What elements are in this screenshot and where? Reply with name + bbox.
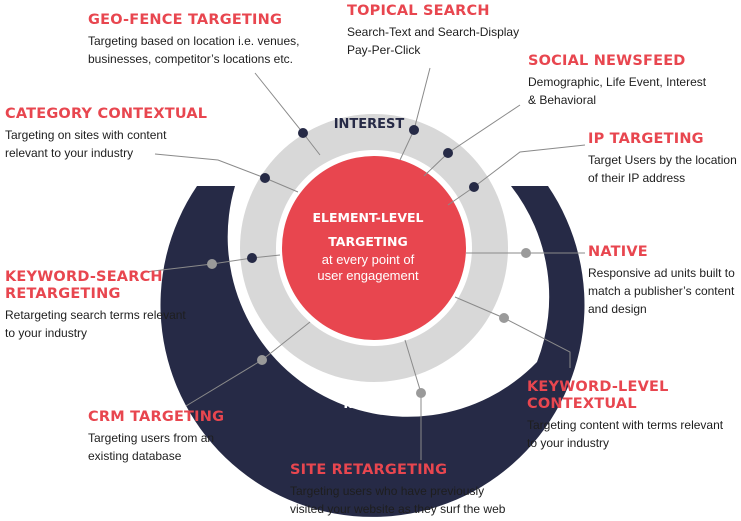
desc-geofence-1: Targeting based on location i.e. venues, (88, 34, 300, 48)
desc-native-3: and design (588, 302, 647, 316)
desc-native-1: Responsive ad units built to (588, 266, 735, 280)
desc-ip-2: of their IP address (588, 171, 686, 185)
label-ip: IP TARGETING Target Users by the locatio… (588, 131, 737, 187)
connector-kwlevel (454, 296, 571, 368)
desc-kwsearch-1: Retargeting search terms relevant (5, 308, 186, 322)
title-crm: CRM TARGETING (88, 409, 225, 425)
dot-social (443, 148, 453, 158)
dot-crm (257, 355, 267, 365)
label-category: CATEGORY CONTEXTUAL Targeting on sites w… (5, 106, 207, 162)
desc-kwsearch-2: to your industry (5, 326, 88, 340)
intent-label: INTENT (343, 397, 396, 412)
title-kwlevel-1: KEYWORD-LEVEL (527, 379, 669, 395)
desc-category-1: Targeting on sites with content (5, 128, 167, 142)
desc-site-2: visited your website as they surf the we… (290, 502, 506, 516)
label-topical: TOPICAL SEARCH Search-Text and Search-Di… (347, 3, 519, 59)
title-geofence: GEO-FENCE TARGETING (88, 12, 283, 28)
title-category: CATEGORY CONTEXTUAL (5, 106, 208, 122)
desc-crm-2: existing database (88, 449, 182, 463)
connector-ip (447, 144, 586, 206)
title-topical: TOPICAL SEARCH (347, 3, 490, 19)
center-title-line2: TARGETING (328, 234, 408, 249)
label-social: SOCIAL NEWSFEED Demographic, Life Event,… (528, 53, 706, 109)
dot-category (260, 173, 270, 183)
center-sub-line2: user engagement (317, 268, 419, 283)
label-site: SITE RETARGETING Targeting users who hav… (290, 462, 505, 518)
title-social: SOCIAL NEWSFEED (528, 53, 686, 69)
interest-label: INTEREST (334, 117, 405, 132)
desc-social-1: Demographic, Life Event, Interest (528, 75, 707, 89)
connector-kwsearch (144, 254, 281, 273)
intent-ring (160, 186, 585, 517)
title-ip: IP TARGETING (588, 131, 704, 147)
desc-native-2: match a publisher’s content (588, 284, 735, 298)
center-sub-line1: at every point of (322, 252, 415, 267)
desc-topical-2: Pay-Per-Click (347, 43, 421, 57)
dot-kwsearch-outer (207, 259, 217, 269)
dot-ip (469, 182, 479, 192)
desc-social-2: & Behavioral (528, 93, 597, 107)
dot-site (416, 388, 426, 398)
title-kwsearch-1: KEYWORD-SEARCH (5, 269, 163, 285)
desc-geofence-2: businesses, competitor’s locations etc. (88, 52, 293, 66)
connector-category (154, 153, 299, 193)
desc-site-1: Targeting users who have previously (290, 484, 485, 498)
desc-topical-1: Search-Text and Search-Display (347, 25, 520, 39)
desc-ip-1: Target Users by the location (588, 153, 737, 167)
title-kwlevel-2: CONTEXTUAL (527, 396, 637, 412)
label-kwsearch: KEYWORD-SEARCH RETARGETING Retargeting s… (5, 269, 186, 342)
label-native: NATIVE Responsive ad units built to match… (588, 244, 735, 318)
label-geofence: GEO-FENCE TARGETING Targeting based on l… (88, 12, 299, 68)
connector-geofence (254, 72, 321, 156)
dot-native (521, 248, 531, 258)
label-crm: CRM TARGETING Targeting users from an exi… (88, 409, 224, 465)
center-circle (282, 156, 466, 340)
dot-topical (409, 125, 419, 135)
desc-kwlevel-1: Targeting content with terms relevant (527, 418, 724, 432)
title-kwsearch-2: RETARGETING (5, 286, 121, 302)
title-site: SITE RETARGETING (290, 462, 448, 478)
dot-geofence (298, 128, 308, 138)
label-kwlevel: KEYWORD-LEVEL CONTEXTUAL Targeting conte… (527, 379, 723, 452)
dot-kwlevel (499, 313, 509, 323)
title-native: NATIVE (588, 244, 648, 260)
dot-kwsearch-inner (247, 253, 257, 263)
desc-category-2: relevant to your industry (5, 146, 134, 160)
center-title-line1: ELEMENT-LEVEL (312, 210, 423, 225)
desc-kwlevel-2: to your industry (527, 436, 610, 450)
desc-crm-1: Targeting users from an (88, 431, 215, 445)
